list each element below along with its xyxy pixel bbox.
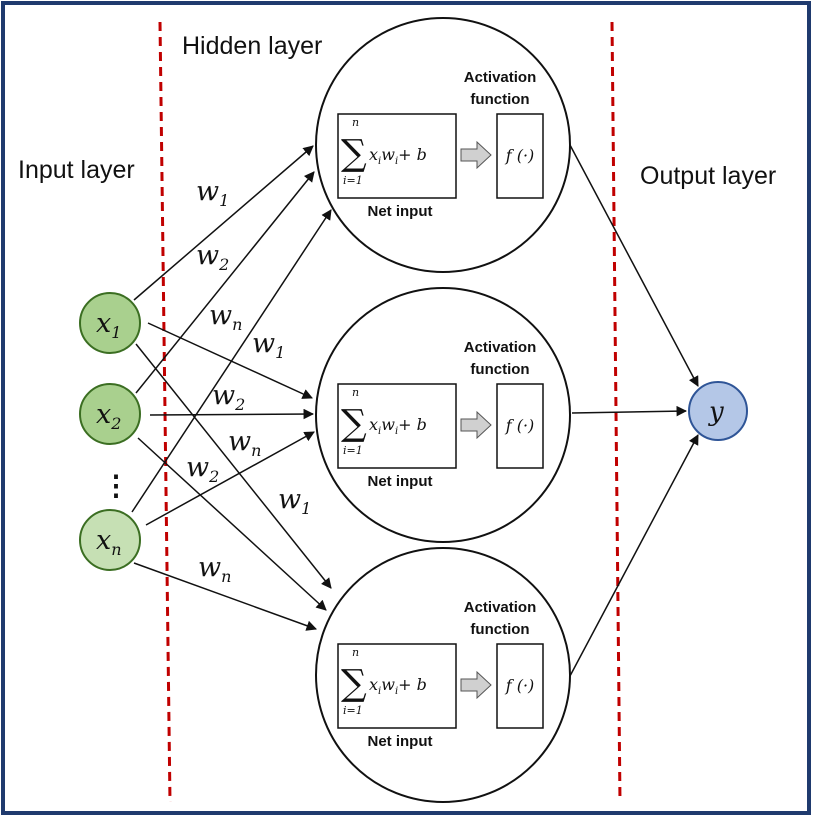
sum-lower-limit: i=1 [343, 444, 363, 457]
activation-title: function [470, 621, 529, 638]
sum-lower-limit: i=1 [343, 704, 363, 717]
net-input-box [337, 643, 457, 729]
net-input-box [337, 113, 457, 199]
hidden-neuron-1: Activation function n ∑ i=1 xiwi+ b f (·… [315, 17, 571, 273]
sum-expression: xiwi+ b [369, 675, 427, 697]
weight-label: wn [209, 300, 242, 334]
weight-label: w2 [196, 240, 229, 274]
sum-upper-limit: n [352, 386, 359, 399]
sum-expression: xiwi+ b [369, 145, 427, 167]
activation-box [496, 383, 544, 469]
edge-x2-h2 [149, 408, 315, 420]
edge-h3-y [569, 434, 699, 677]
sum-symbol: ∑ [341, 403, 367, 444]
weight-label: wn [198, 552, 231, 586]
output-node-label: y [708, 397, 724, 427]
connections [131, 144, 699, 677]
activation-box [496, 113, 544, 199]
net-input-label: Net input [368, 733, 433, 750]
input-node-1 [79, 292, 141, 354]
sum-symbol: ∑ [341, 663, 367, 704]
edge-xn-h3 [133, 562, 317, 631]
edge-x1-h1 [133, 145, 314, 301]
weight-label: w2 [212, 380, 245, 414]
sum-upper-limit: n [352, 646, 359, 659]
weight-label: wn [228, 426, 261, 460]
flow-arrow [460, 140, 492, 170]
activation-expression: f (·) [505, 416, 535, 435]
weight-labels: w1 w2 wn w1 w2 wn w2 w1 wn [186, 176, 311, 586]
input-hidden-divider [158, 21, 172, 803]
hidden-layer-label: Hidden layer [182, 32, 322, 60]
activation-title: Activation [464, 599, 537, 616]
activation-expression: f (·) [505, 676, 535, 695]
edge-x2-h3 [137, 437, 327, 611]
activation-title: function [470, 91, 529, 108]
activation-expression: f (·) [505, 146, 535, 165]
edge-x1-h3 [135, 343, 332, 589]
input-node-n [79, 509, 141, 571]
input-ellipsis: ⋮ [102, 470, 130, 501]
edge-x2-h1 [135, 171, 315, 394]
edge-h2-y [571, 405, 688, 417]
weight-label: w2 [186, 452, 219, 486]
input-node-label: x2 [96, 399, 121, 433]
hidden-neurons: Activation function n ∑ i=1 xiwi+ b f (·… [315, 17, 571, 803]
sum-symbol: ∑ [341, 133, 367, 174]
activation-box [496, 643, 544, 729]
weight-label: w1 [196, 176, 229, 210]
input-nodes: x1 x2 ⋮ xn [79, 292, 141, 571]
input-node-label: xn [96, 525, 122, 559]
activation-title: function [470, 361, 529, 378]
edge-x1-h2 [147, 322, 313, 399]
activation-title: Activation [464, 69, 537, 86]
input-node-label: x1 [96, 308, 121, 342]
sum-lower-limit: i=1 [343, 174, 363, 187]
edge-xn-h2 [145, 431, 315, 526]
weight-label: w1 [252, 328, 285, 362]
edge-h1-y [569, 144, 699, 387]
input-node-2 [79, 383, 141, 445]
activation-title: Activation [464, 339, 537, 356]
net-input-box [337, 383, 457, 469]
edge-xn-h1 [131, 209, 332, 513]
flow-arrow [460, 670, 492, 700]
hidden-neuron-2: Activation function n ∑ i=1 xiwi+ b f (·… [315, 287, 571, 543]
flow-arrow [460, 410, 492, 440]
sum-expression: xiwi+ b [369, 415, 427, 437]
output-node [688, 381, 748, 441]
output-layer-label: Output layer [640, 162, 776, 190]
hidden-neuron-3: Activation function n ∑ i=1 xiwi+ b f (·… [315, 547, 571, 803]
sum-upper-limit: n [352, 116, 359, 129]
net-input-label: Net input [368, 473, 433, 490]
input-layer-label: Input layer [18, 156, 135, 184]
weight-label: w1 [278, 484, 311, 518]
net-input-label: Net input [368, 203, 433, 220]
